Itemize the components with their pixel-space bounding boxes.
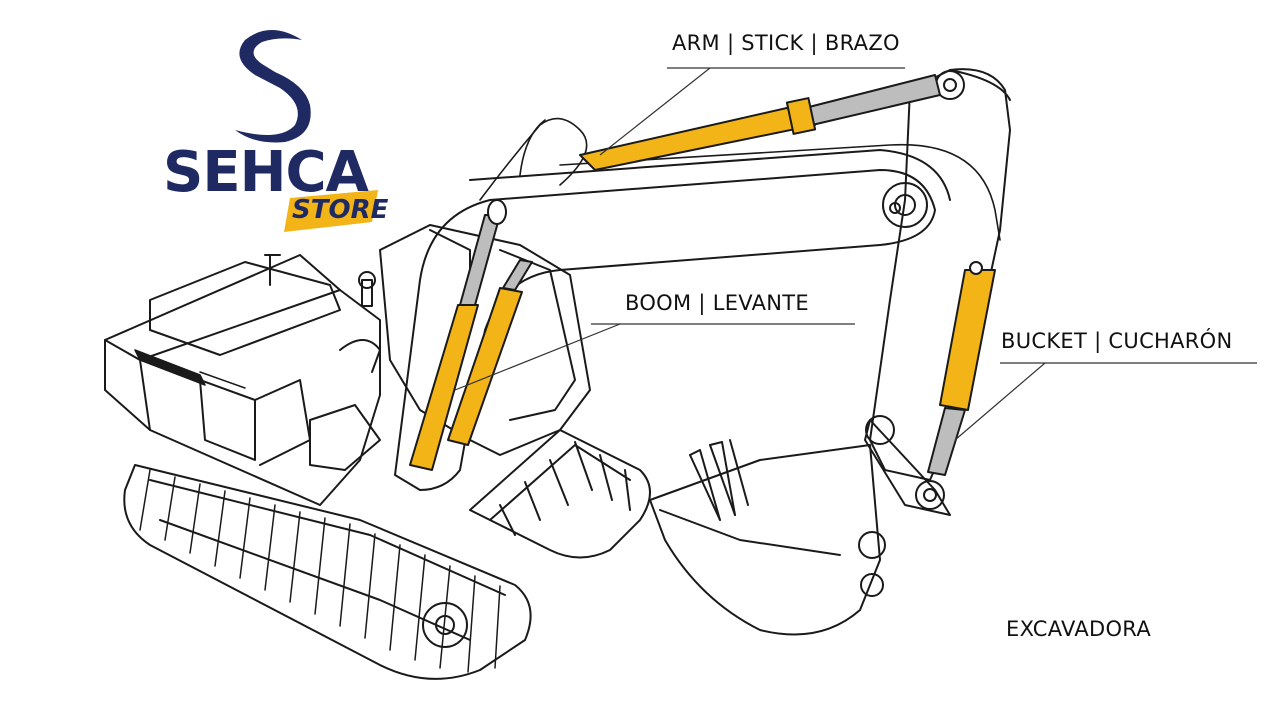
sehca-logo xyxy=(235,30,378,232)
leader-lines xyxy=(454,67,1257,441)
logo-s-mark xyxy=(235,30,311,143)
bucket-leader xyxy=(954,362,1046,441)
bucket-label: BUCKET | CUCHARÓN xyxy=(1001,329,1233,353)
bucket xyxy=(649,439,881,636)
radiator-grill xyxy=(134,349,246,389)
boom xyxy=(394,149,951,491)
arm-cylinder xyxy=(579,74,941,171)
bucket-linkage xyxy=(858,415,951,597)
logo-store-text: STORE xyxy=(292,195,389,225)
boom-label: BOOM | LEVANTE xyxy=(625,291,810,315)
logo-wordmark: SEHCA xyxy=(163,140,369,205)
sprocket-wheel xyxy=(422,602,468,648)
upper-body xyxy=(104,254,381,506)
arm-label: ARM | STICK | BRAZO xyxy=(672,31,900,55)
boom-cylinder-right xyxy=(447,259,533,446)
hydraulic-cylinders xyxy=(409,74,996,476)
bucket-cylinder xyxy=(927,261,996,476)
logo-store-band xyxy=(284,190,378,232)
front-track xyxy=(469,429,651,559)
arm-leader xyxy=(599,67,711,156)
machine-label: EXCAVADORA xyxy=(1006,617,1152,641)
track-treads xyxy=(139,469,501,673)
boom-leader xyxy=(454,323,621,391)
boom-cylinder-left xyxy=(409,199,507,471)
